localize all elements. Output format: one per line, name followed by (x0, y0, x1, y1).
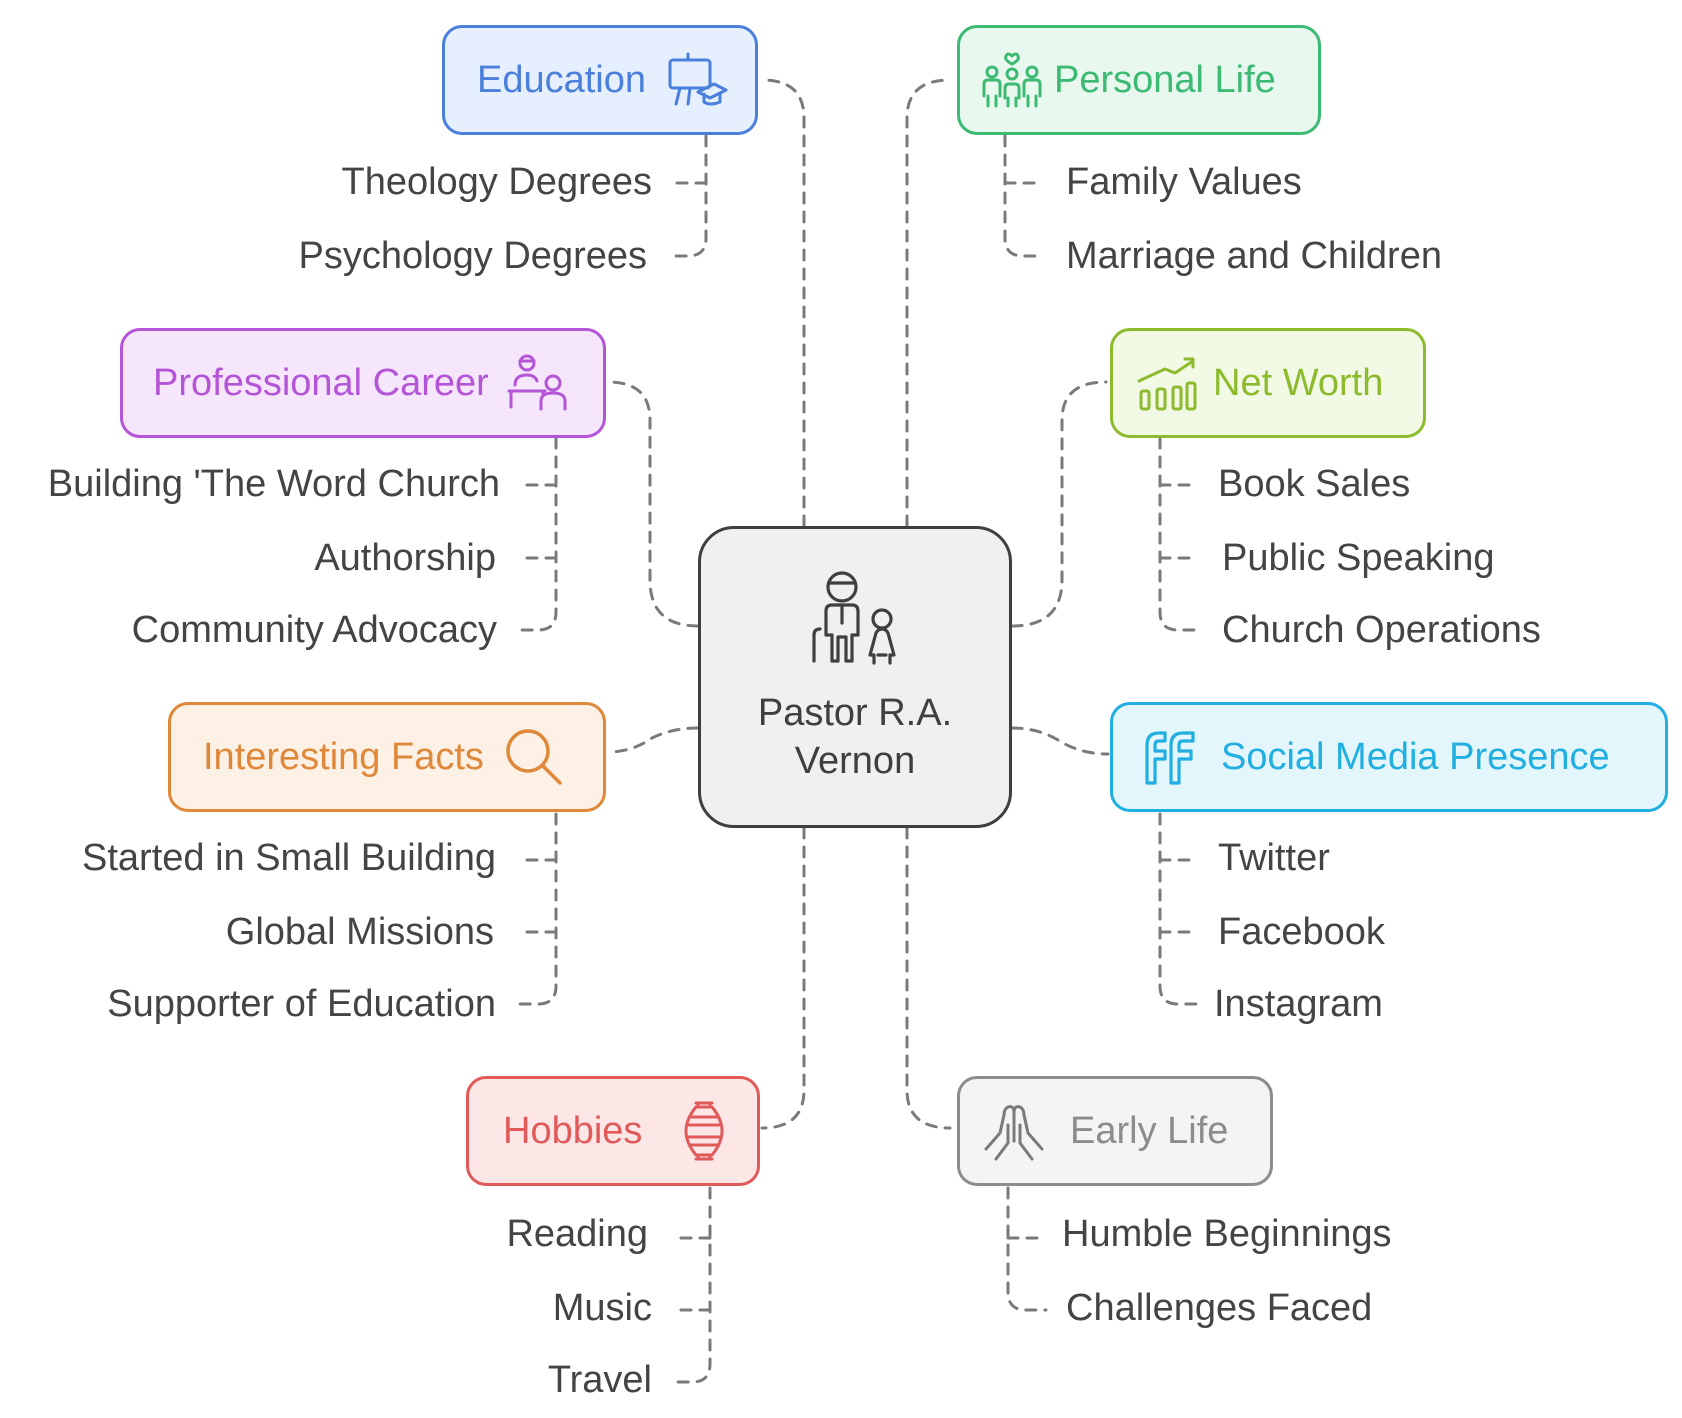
branch-social-media-title: Social Media Presence (1221, 735, 1610, 778)
social-ff-icon (1137, 725, 1201, 789)
branch-professional-career[interactable]: Professional Career (120, 328, 606, 438)
connector-net-worth (1010, 380, 1108, 628)
connector-early-life (905, 826, 952, 1130)
connector-professional-career-items (516, 436, 558, 632)
professional-career-item: Building 'The Word Church (47, 463, 500, 505)
education-item: Theology Degrees (341, 161, 652, 203)
hobbies-item: Reading (506, 1213, 648, 1255)
growth-chart-icon (1135, 351, 1199, 415)
connector-professional-career (606, 380, 700, 628)
connector-social-media (1010, 726, 1110, 756)
branch-education[interactable]: Education (442, 25, 758, 135)
branch-net-worth[interactable]: Net Worth (1110, 328, 1426, 438)
social-media-item: Facebook (1218, 911, 1385, 953)
connector-hobbies-items (670, 1186, 712, 1384)
connector-personal-life-items (1003, 134, 1044, 258)
connector-personal-life (905, 78, 952, 528)
professional-career-item: Authorship (314, 537, 496, 579)
professional-career-item: Community Advocacy (131, 609, 497, 651)
net-worth-item: Book Sales (1218, 463, 1411, 505)
interesting-facts-item: Supporter of Education (107, 983, 496, 1025)
social-media-item: Twitter (1218, 837, 1330, 879)
personal-life-item: Family Values (1066, 161, 1302, 203)
branch-personal-life[interactable]: Personal Life (957, 25, 1321, 135)
connector-social-media-items (1158, 812, 1200, 1006)
branch-personal-life-title: Personal Life (1054, 58, 1276, 101)
branch-hobbies-title: Hobbies (503, 1109, 643, 1152)
net-worth-item: Church Operations (1222, 609, 1541, 651)
branch-professional-career-title: Professional Career (153, 361, 489, 404)
praying-hands-icon (982, 1099, 1046, 1163)
education-item: Psychology Degrees (298, 235, 647, 277)
counselor-client-icon (505, 351, 569, 415)
lantern-icon (672, 1099, 736, 1163)
hobbies-item: Travel (547, 1359, 652, 1401)
connector-interesting-facts (606, 726, 700, 754)
branch-early-life[interactable]: Early Life (957, 1076, 1273, 1186)
branch-interesting-facts-title: Interesting Facts (203, 735, 484, 778)
branch-net-worth-title: Net Worth (1213, 361, 1384, 404)
magnifier-icon (502, 725, 566, 789)
early-life-item: Humble Beginnings (1062, 1213, 1392, 1255)
branch-interesting-facts[interactable]: Interesting Facts (168, 702, 606, 812)
net-worth-item: Public Speaking (1222, 537, 1495, 579)
connector-hobbies (760, 826, 806, 1130)
connector-net-worth-items (1158, 436, 1200, 632)
connector-early-life-items (1006, 1186, 1048, 1312)
branch-social-media[interactable]: Social Media Presence (1110, 702, 1668, 812)
teaching-board-graduation-cap-icon (664, 48, 728, 112)
branch-hobbies[interactable]: Hobbies (466, 1076, 760, 1186)
interesting-facts-item: Global Missions (225, 911, 494, 953)
connector-education-items (668, 134, 708, 258)
branch-early-life-title: Early Life (1070, 1109, 1229, 1152)
interesting-facts-item: Started in Small Building (82, 837, 496, 879)
social-media-item: Instagram (1214, 983, 1383, 1025)
center-node[interactable]: Pastor R.A. Vernon (698, 526, 1012, 828)
branch-education-title: Education (477, 58, 647, 101)
pastor-and-child-icon (800, 569, 910, 679)
early-life-item: Challenges Faced (1066, 1287, 1373, 1329)
connector-education (760, 78, 806, 528)
center-title: Pastor R.A. Vernon (757, 692, 953, 782)
hobbies-item: Music (552, 1287, 652, 1329)
personal-life-item: Marriage and Children (1066, 235, 1442, 277)
family-heart-icon (980, 48, 1044, 112)
connector-interesting-facts-items (516, 812, 558, 1006)
